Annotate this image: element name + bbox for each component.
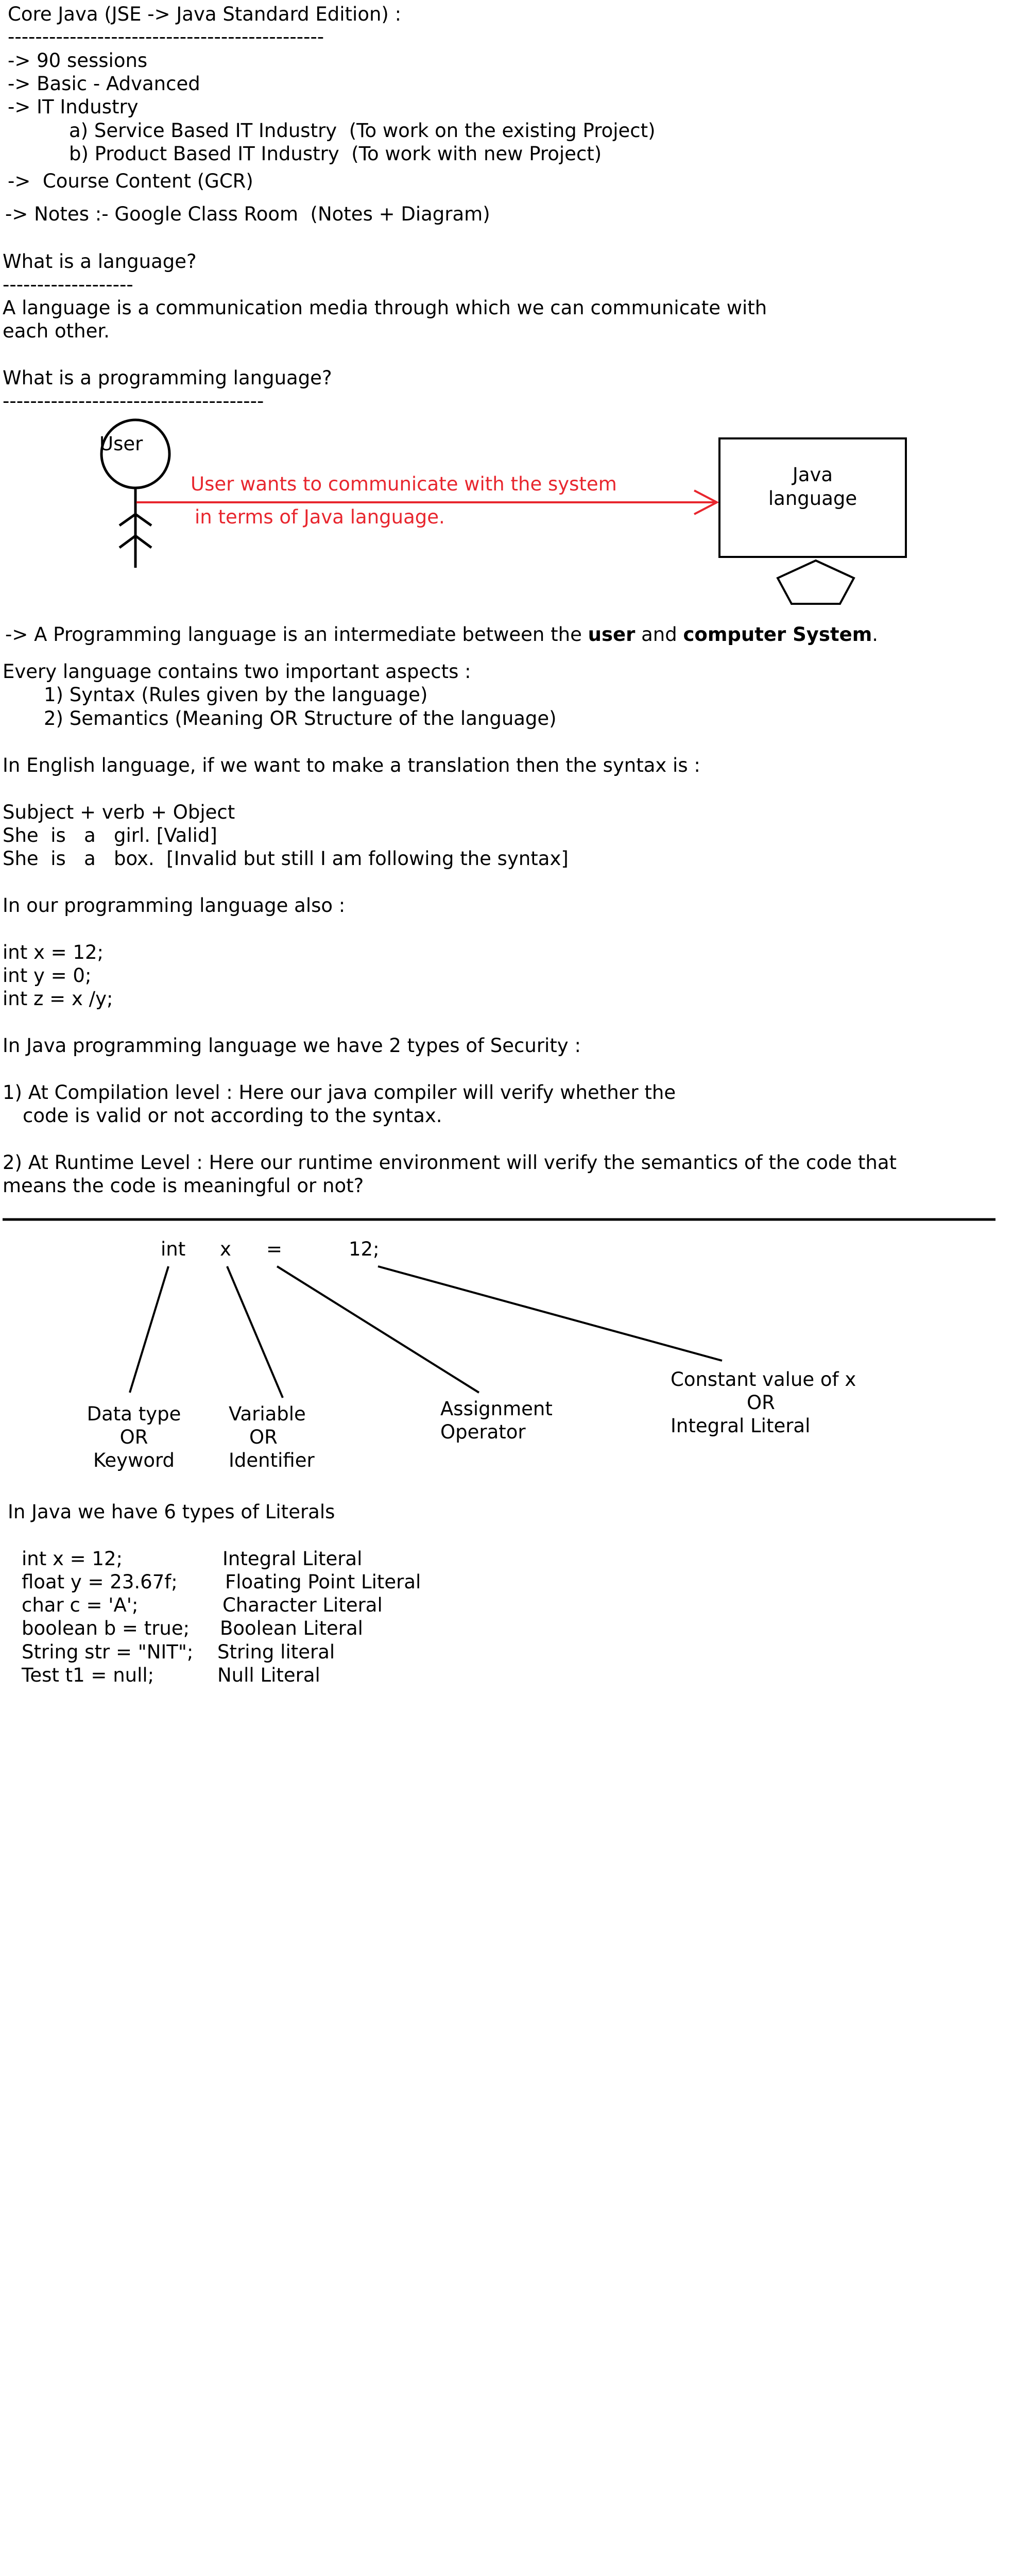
security-intro: In Java programming language we have 2 t… xyxy=(3,1035,581,1057)
literal-kind: Boolean Literal xyxy=(220,1617,363,1639)
list-item: -> IT Industry xyxy=(8,96,139,118)
english-pattern: Subject + verb + Object xyxy=(3,801,235,823)
constant-or: OR xyxy=(747,1392,775,1414)
pentagon-icon xyxy=(776,559,855,605)
language-definition-cont: each other. xyxy=(3,320,110,342)
english-example-invalid: She is a box. [Invalid but still I am fo… xyxy=(3,848,569,870)
java-box-label-line2: language xyxy=(768,487,857,510)
language-underline: ------------------- xyxy=(3,274,133,296)
token-int: int xyxy=(161,1238,186,1260)
security-compile-cont: code is valid or not according to the sy… xyxy=(23,1105,442,1127)
code-line: int x = 12; xyxy=(3,941,104,963)
token-value: 12; xyxy=(349,1238,380,1260)
java-box-label-line1: Java xyxy=(792,464,833,486)
security-runtime-cont: means the code is meaningful or not? xyxy=(3,1175,364,1197)
variable-label: Variable xyxy=(229,1403,306,1425)
english-example-valid: She is a girl. [Valid] xyxy=(3,824,217,846)
course-content: -> Course Content (GCR) xyxy=(8,170,253,192)
user-label: User xyxy=(99,433,143,455)
list-item: -> 90 sessions xyxy=(8,49,148,72)
aspect-semantics: 2) Semantics (Meaning OR Structure of th… xyxy=(44,707,557,730)
programming-underline: -------------------------------------- xyxy=(3,390,264,412)
literal-code: Test t1 = null; xyxy=(22,1664,154,1686)
assignment-label: Assignment xyxy=(440,1398,553,1420)
constant-label: Constant value of x xyxy=(671,1368,856,1391)
variable-identifier: Identifier xyxy=(229,1449,315,1471)
security-runtime: 2) At Runtime Level : Here our runtime e… xyxy=(3,1151,897,1174)
assignment-operator: Operator xyxy=(440,1421,526,1443)
token-x: x xyxy=(220,1238,231,1260)
title-underline: ----------------------------------------… xyxy=(8,26,324,48)
intermediate-suffix: . xyxy=(872,623,879,646)
datatype-pointer-line xyxy=(129,1266,169,1393)
security-compile: 1) At Compilation level : Here our java … xyxy=(3,1081,676,1104)
industry-service: a) Service Based IT Industry (To work on… xyxy=(69,120,656,142)
english-intro: In English language, if we want to make … xyxy=(3,754,700,776)
literal-code: int x = 12; xyxy=(22,1548,123,1570)
user-arm-right xyxy=(134,513,152,527)
language-definition: A language is a communication media thro… xyxy=(3,297,767,319)
arrow-caption-line1: User wants to communicate with the syste… xyxy=(191,473,617,495)
literal-kind: Null Literal xyxy=(217,1664,320,1686)
arrow-head-icon xyxy=(694,489,719,515)
aspect-syntax: 1) Syntax (Rules given by the language) xyxy=(44,684,428,706)
literal-code: float y = 23.67f; xyxy=(22,1571,178,1593)
intermediate-statement: -> A Programming language is an intermed… xyxy=(5,623,878,646)
literal-kind: Character Literal xyxy=(222,1594,383,1616)
user-leg-right xyxy=(134,534,152,549)
arrow-caption-line2: in terms of Java language. xyxy=(195,506,445,528)
literals-intro: In Java we have 6 types of Literals xyxy=(8,1501,335,1523)
code-line: int y = 0; xyxy=(3,964,92,987)
literal-kind: Floating Point Literal xyxy=(225,1571,421,1593)
constant-pointer-line xyxy=(377,1265,723,1362)
variable-pointer-line xyxy=(226,1266,284,1398)
intermediate-middle: and xyxy=(635,623,683,646)
variable-or: OR xyxy=(249,1426,278,1448)
literal-code: boolean b = true; xyxy=(22,1617,190,1639)
user-arm-left xyxy=(118,513,136,527)
programming-example-intro: In our programming language also : xyxy=(3,894,346,917)
token-equals: = xyxy=(266,1238,283,1260)
aspects-intro: Every language contains two important as… xyxy=(3,660,471,683)
java-language-box xyxy=(718,437,907,558)
literal-code: char c = 'A'; xyxy=(22,1594,139,1616)
course-title: Core Java (JSE -> Java Standard Edition)… xyxy=(8,3,402,25)
datatype-label: Data type xyxy=(87,1403,181,1425)
constant-integral: Integral Literal xyxy=(671,1415,811,1437)
bold-computer-system: computer System xyxy=(683,623,872,646)
assignment-pointer-line xyxy=(276,1265,480,1394)
user-leg-left xyxy=(118,534,136,549)
bold-user: user xyxy=(588,623,636,646)
language-heading: What is a language? xyxy=(3,250,197,273)
literal-kind: Integral Literal xyxy=(222,1548,363,1570)
intermediate-prefix: -> A Programming language is an intermed… xyxy=(5,623,588,646)
code-line: int z = x /y; xyxy=(3,988,113,1010)
programming-heading: What is a programming language? xyxy=(3,367,332,389)
literal-kind: String literal xyxy=(217,1641,335,1663)
datatype-or: OR xyxy=(119,1426,148,1448)
notes-line: -> Notes :- Google Class Room (Notes + D… xyxy=(5,203,490,225)
list-item: -> Basic - Advanced xyxy=(8,73,200,95)
literal-code: String str = "NIT"; xyxy=(22,1641,194,1663)
datatype-keyword: Keyword xyxy=(93,1449,175,1471)
industry-product: b) Product Based IT Industry (To work wi… xyxy=(69,143,602,165)
